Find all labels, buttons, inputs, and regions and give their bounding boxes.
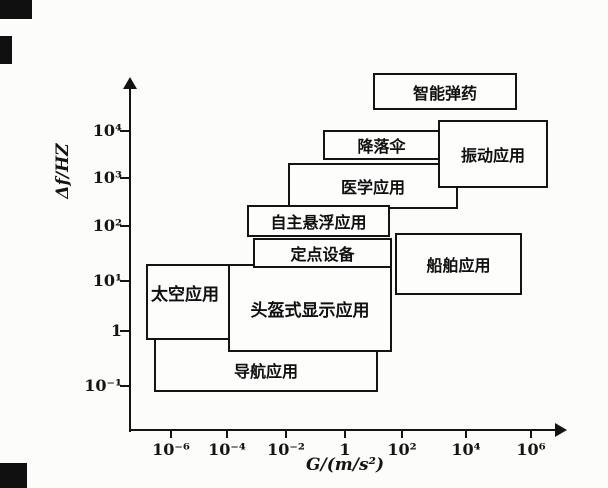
- y-tick-label: 1: [110, 321, 122, 340]
- region-label: 振动应用: [460, 148, 525, 165]
- x-axis-arrow-icon: [555, 423, 567, 437]
- region-label: 导航应用: [233, 364, 298, 381]
- y-axis-arrow-icon: [123, 77, 137, 89]
- x-tick-label: 10⁻²: [267, 440, 305, 459]
- x-tick-mark: [344, 431, 346, 438]
- region-box: 自主悬浮应用: [247, 205, 390, 237]
- x-tick-label: 10²: [387, 440, 417, 459]
- region-box: 降落伞: [323, 130, 440, 160]
- region-label: 智能弹药: [412, 85, 477, 103]
- y-tick-label: 10¹: [92, 271, 122, 290]
- y-tick-mark: [120, 177, 130, 179]
- region-label: 定点设备: [290, 247, 355, 264]
- x-axis-title: G/(m/s²): [305, 455, 385, 475]
- x-tick-mark: [285, 431, 287, 438]
- region-box: 振动应用: [438, 120, 548, 188]
- region-box: 智能弹药: [373, 73, 517, 110]
- region-label: 自主悬浮应用: [270, 215, 367, 232]
- y-tick-mark: [120, 330, 130, 332]
- x-tick-mark: [401, 431, 403, 438]
- region-label: 降落伞: [357, 139, 406, 156]
- region-box: 医学应用: [288, 163, 458, 209]
- y-tick-label: 10⁴: [92, 121, 122, 140]
- scan-artifact-left: [0, 36, 12, 64]
- region-label: 头盔式显示应用: [250, 300, 370, 320]
- scan-artifact-top-left: [0, 0, 32, 19]
- y-tick-mark: [120, 225, 130, 227]
- region-box: 定点设备: [253, 238, 392, 268]
- region-label: 太空应用: [151, 285, 219, 304]
- region-label: 船舶应用: [426, 258, 491, 275]
- scan-artifact-bottom-left: [0, 463, 27, 488]
- y-tick-label: 10³: [92, 168, 122, 187]
- x-axis-line: [129, 429, 559, 431]
- x-tick-label: 10⁶: [516, 440, 546, 459]
- region-box: 船舶应用: [395, 233, 522, 295]
- x-tick-label: 1: [339, 440, 351, 459]
- x-tick-label: 10⁴: [451, 440, 481, 459]
- y-axis-line: [129, 88, 131, 432]
- x-tick-mark: [530, 431, 532, 438]
- x-tick-mark: [465, 431, 467, 438]
- x-tick-label: 10⁻⁶: [152, 440, 190, 459]
- y-tick-mark: [120, 130, 130, 132]
- y-tick-label: 10²: [92, 216, 122, 235]
- x-tick-mark: [226, 431, 228, 438]
- y-tick-label: 10⁻¹: [84, 376, 122, 395]
- y-tick-mark: [120, 385, 130, 387]
- x-tick-mark: [170, 431, 172, 438]
- x-tick-label: 10⁻⁴: [208, 440, 246, 459]
- y-tick-mark: [120, 280, 130, 282]
- region-label: 医学应用: [340, 180, 405, 197]
- region-box: 头盔式显示应用: [228, 264, 392, 352]
